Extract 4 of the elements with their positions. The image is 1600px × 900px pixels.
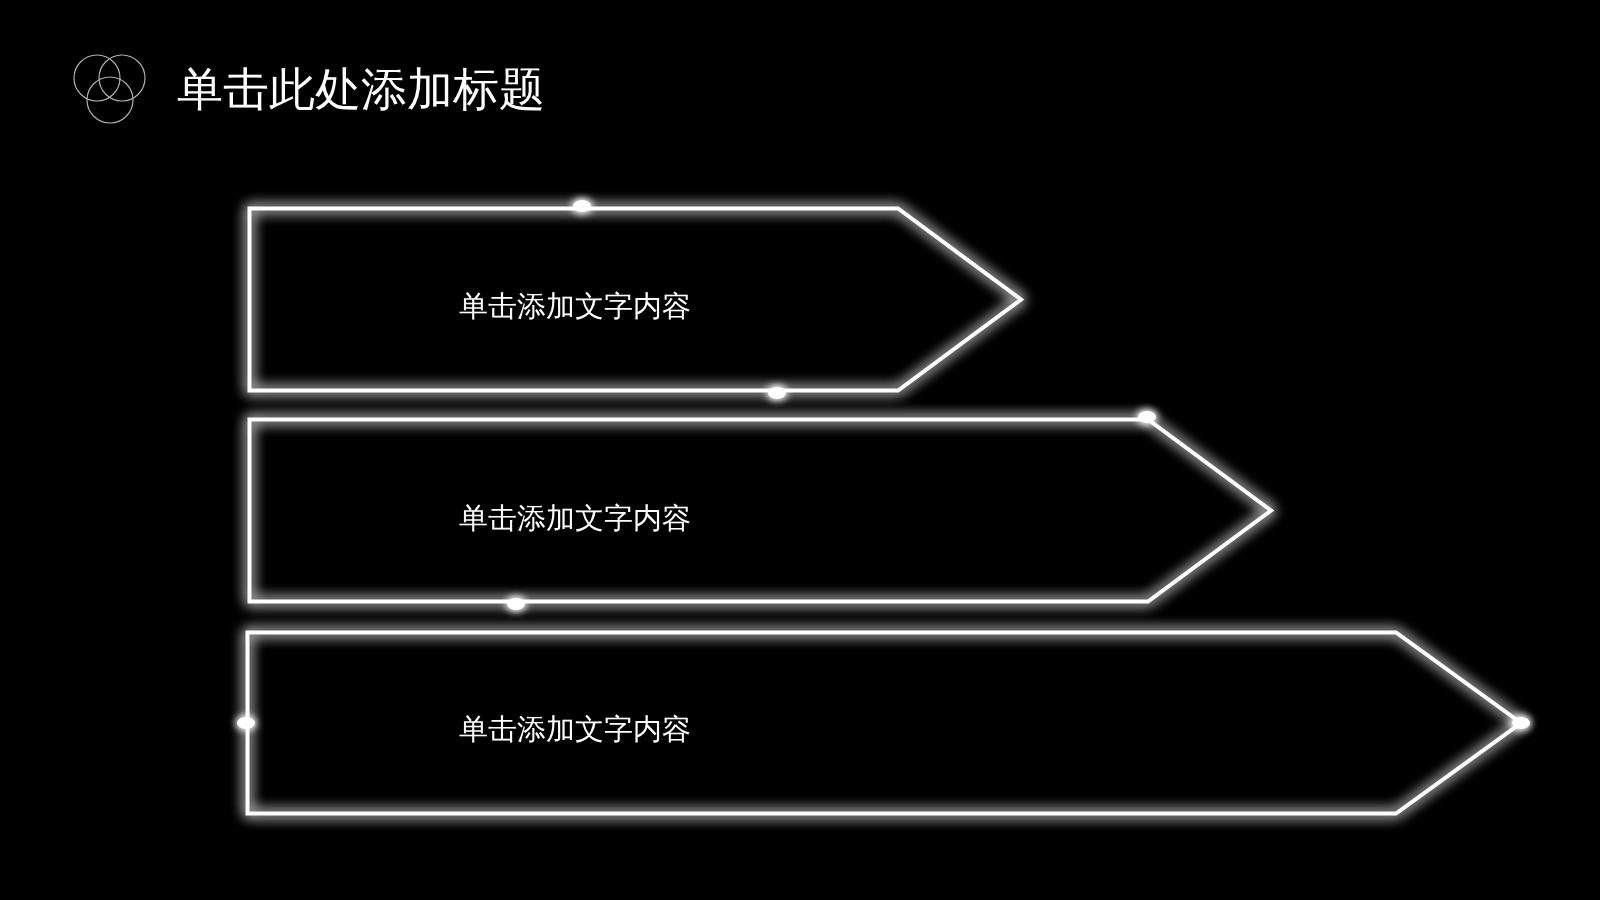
box-text: 单击添加文字内容: [459, 712, 691, 747]
slide-title: 单击此处添加标题: [177, 62, 545, 118]
box-text: 单击添加文字内容: [459, 289, 691, 324]
box-text: 单击添加文字内容: [459, 501, 691, 536]
